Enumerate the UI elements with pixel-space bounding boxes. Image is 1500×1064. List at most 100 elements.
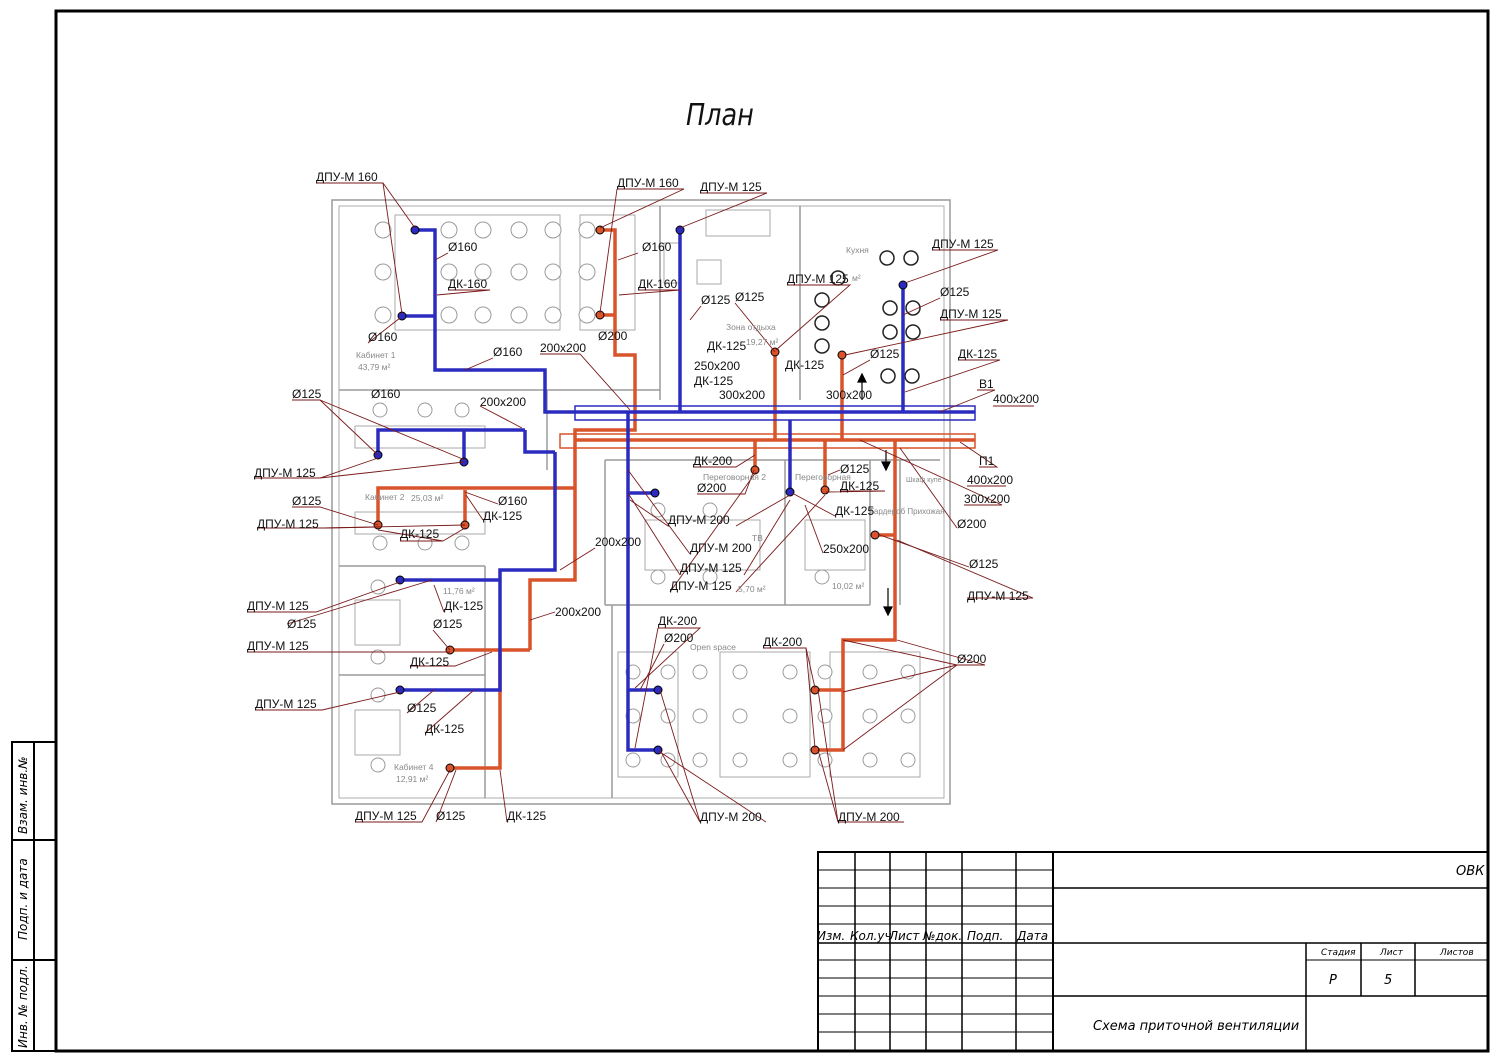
label: 200x200 xyxy=(595,535,641,549)
rev-col-label: Кол.уч xyxy=(850,929,892,943)
label: Ø125 xyxy=(407,701,437,715)
leader-lines xyxy=(247,182,1034,823)
label: 200x200 xyxy=(540,341,586,355)
label: Ø125 xyxy=(735,290,765,304)
side-stamp-label: Подп. и дата xyxy=(16,858,30,940)
room-name: Кухня xyxy=(846,245,869,255)
label: ДК-125 xyxy=(400,527,439,541)
label: ДПУ-М 200 xyxy=(690,541,752,555)
plan-title: План xyxy=(686,98,754,133)
rev-col-label: Изм. xyxy=(817,929,845,943)
label: 300x200 xyxy=(826,388,872,402)
label: ДК-125 xyxy=(483,509,522,523)
label: ДК-125 xyxy=(958,347,997,361)
label: Ø125 xyxy=(701,293,731,307)
label: ДПУ-М 125 xyxy=(355,809,417,823)
room-area: 19,27 м² xyxy=(746,337,778,347)
kitchen-chairs xyxy=(814,250,921,384)
room-labels: Кабинет 1 43,79 м² Кабинет 2 25,03 м² 11… xyxy=(356,245,945,784)
tv-label: ТВ xyxy=(752,533,763,543)
room-area: 5,70 м² xyxy=(738,584,766,594)
label: Ø125 xyxy=(940,285,970,299)
label: 400x200 xyxy=(993,392,1039,406)
label: 300x200 xyxy=(719,388,765,402)
stage-header: Стадия xyxy=(1321,948,1356,958)
label: ДПУ-М 125 xyxy=(940,307,1002,321)
sheets-header: Листов xyxy=(1439,948,1474,958)
label: ДК-125 xyxy=(707,339,746,353)
label: П1 xyxy=(979,454,995,468)
label: ДПУ-М 125 xyxy=(247,599,309,613)
room-name: Переговорная xyxy=(795,472,851,482)
label: ДПУ-М 125 xyxy=(255,697,317,711)
label: Ø200 xyxy=(598,329,628,343)
label: Ø200 xyxy=(957,517,987,531)
label: 300x200 xyxy=(964,492,1010,506)
rev-col-label: Дата xyxy=(1016,929,1048,943)
label: Ø200 xyxy=(697,481,727,495)
diffusers xyxy=(373,225,908,773)
label: Ø125 xyxy=(436,809,466,823)
label: Ø160 xyxy=(498,494,528,508)
label: Ø200 xyxy=(664,631,694,645)
label: Ø125 xyxy=(287,617,317,631)
exhaust-ducts xyxy=(376,228,975,752)
sheet-header: Лист xyxy=(1379,948,1404,958)
stage-value: Р xyxy=(1329,973,1337,988)
label: ДК-160 xyxy=(638,277,677,291)
label: ДПУ-М 125 xyxy=(700,180,762,194)
sheet-frame xyxy=(54,9,1490,1053)
room-name: Зона отдыха xyxy=(726,322,776,332)
room-name: Open space xyxy=(690,642,736,652)
label: 250x200 xyxy=(823,542,869,556)
room-name: Кабинет 1 xyxy=(356,350,396,360)
label: Ø125 xyxy=(840,462,870,476)
sheet-value: 5 xyxy=(1384,973,1392,988)
room-area: 11,76 м² xyxy=(443,586,475,596)
label: ДК-125 xyxy=(840,479,879,493)
label: Ø125 xyxy=(433,617,463,631)
label: ДПУ-М 125 xyxy=(670,579,732,593)
label: Ø160 xyxy=(368,330,398,344)
label: ДК-200 xyxy=(658,614,697,628)
label: Ø125 xyxy=(969,557,999,571)
label: Ø160 xyxy=(371,387,401,401)
label: Ø125 xyxy=(870,347,900,361)
closet-label: Шкаф купе xyxy=(906,477,942,484)
label: ДК-125 xyxy=(410,655,449,669)
label: ДК-125 xyxy=(785,358,824,372)
exhaust-main-box xyxy=(574,405,976,421)
label: ДК-160 xyxy=(448,277,487,291)
rev-col-label: Подп. xyxy=(967,929,1003,943)
label: ДПУ-М 125 xyxy=(247,639,309,653)
room-name: Кабинет 4 xyxy=(394,762,434,772)
room-area: 10,02 м² xyxy=(832,581,864,591)
flow-arrows xyxy=(857,372,893,617)
label: ДПУ-М 160 xyxy=(316,170,378,184)
label: 400x200 xyxy=(967,473,1013,487)
label: ДК-125 xyxy=(835,504,874,518)
label: ДК-125 xyxy=(425,722,464,736)
label: 250x200 xyxy=(694,359,740,373)
label: ДПУ-М 200 xyxy=(838,810,900,824)
room-area: 12,91 м² xyxy=(396,774,428,784)
label: Ø125 xyxy=(292,494,322,508)
label: ДПУ-М 125 xyxy=(680,561,742,575)
label: 200x200 xyxy=(480,395,526,409)
wardrobe-label: Гардероб Прихожая xyxy=(870,507,945,516)
drawing-title: Схема приточной вентиляции xyxy=(1093,1019,1299,1034)
label: ДПУ-М 160 xyxy=(617,176,679,190)
side-stamp-label: Инв. № подл. xyxy=(16,965,30,1048)
label: Ø160 xyxy=(493,345,523,359)
label: ДК-125 xyxy=(507,809,546,823)
label: ДПУ-М 200 xyxy=(700,810,762,824)
floor-plan xyxy=(331,199,951,805)
label: ДК-125 xyxy=(694,374,733,388)
label: ДПУ-М 125 xyxy=(932,237,994,251)
label: В1 xyxy=(979,377,994,391)
rev-col-label: Лист xyxy=(888,929,920,943)
label: Ø160 xyxy=(448,240,478,254)
label: ДК-200 xyxy=(763,635,802,649)
side-stamp xyxy=(11,741,57,1052)
side-stamp-label: Взам. инв.№ xyxy=(16,756,30,834)
